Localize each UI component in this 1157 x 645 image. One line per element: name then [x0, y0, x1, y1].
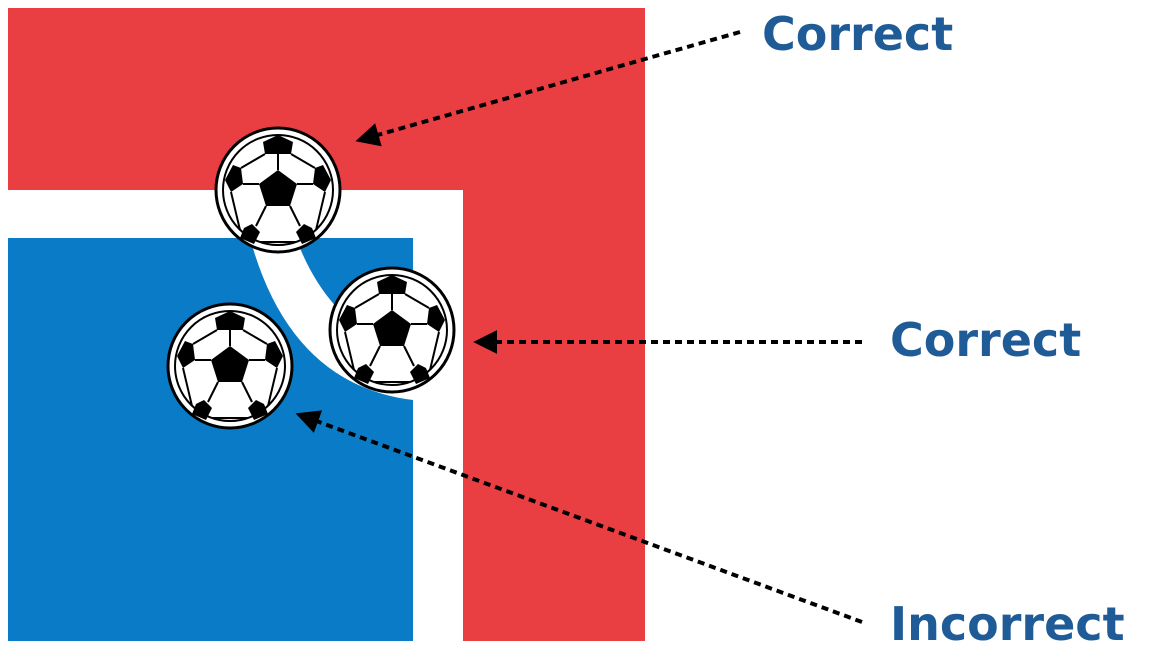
soccer-ball-icon — [330, 268, 454, 392]
label-top: Correct — [762, 7, 953, 61]
label-bottom: Incorrect — [890, 597, 1125, 645]
soccer-ball-icon — [216, 128, 340, 252]
soccer-ball-icon — [168, 304, 292, 428]
label-middle: Correct — [890, 313, 1081, 367]
